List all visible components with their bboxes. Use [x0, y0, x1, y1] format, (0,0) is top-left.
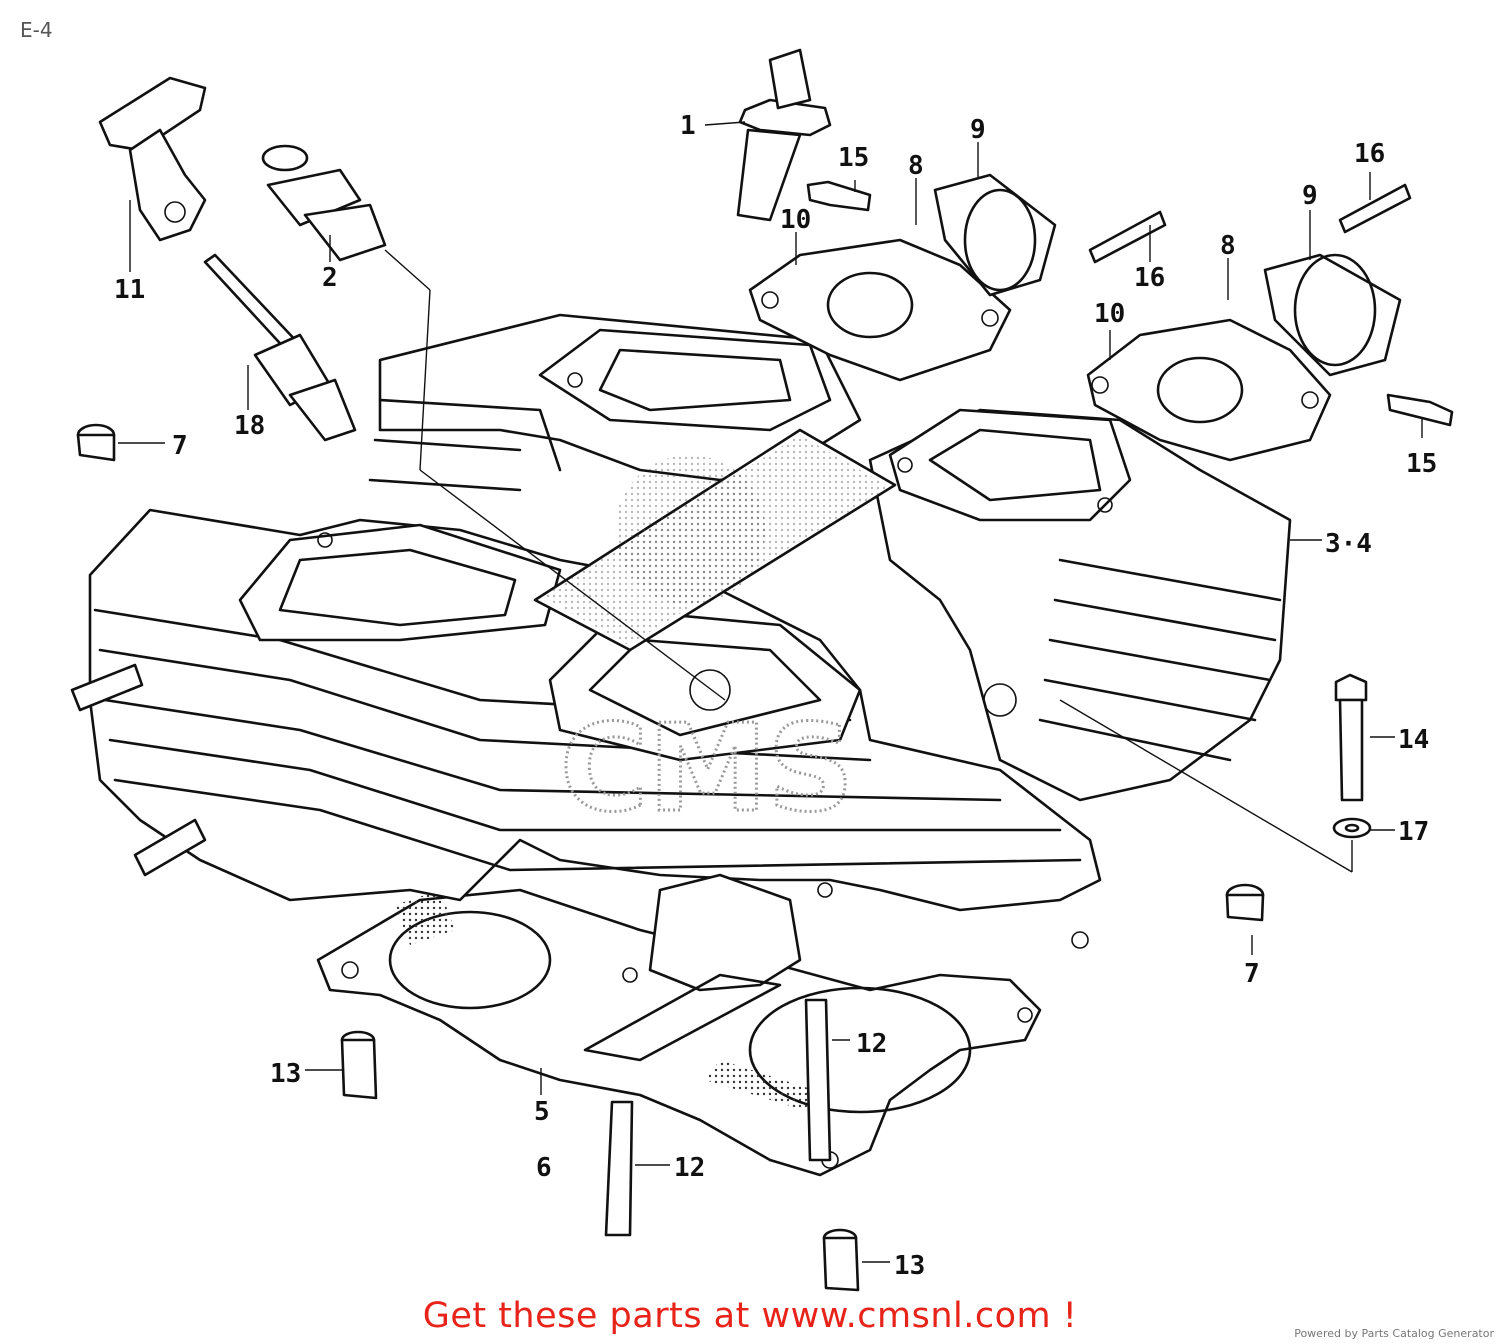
part-18-spark-plug [203, 253, 357, 442]
callout-6: 6 [536, 1153, 552, 1183]
part-16-screw-right [1338, 183, 1412, 234]
callout-8-right: 8 [1220, 231, 1236, 261]
callout-12-left: 12 [674, 1153, 705, 1183]
callout-15-right: 15 [1406, 449, 1437, 479]
callout-16-right: 16 [1354, 139, 1385, 169]
part-8-manifold-right [1086, 253, 1402, 462]
callout-8-left: 8 [908, 151, 924, 181]
callout-10-left: 10 [780, 205, 811, 235]
callout-1: 1 [680, 111, 696, 141]
part-14-bolt [1334, 673, 1368, 802]
callout-7-left: 7 [172, 431, 188, 461]
part-15-screw-top [806, 180, 872, 212]
callout-9-left: 9 [970, 115, 986, 145]
callout-17: 17 [1398, 817, 1429, 847]
part-11-plug-cap [98, 76, 207, 242]
part-8-manifold-left [748, 173, 1057, 382]
callout-11: 11 [114, 275, 145, 305]
callout-3-4: 3·4 [1325, 529, 1372, 559]
callout-13-bottom: 13 [894, 1251, 925, 1281]
cylinder-head [70, 313, 1292, 1062]
watermark-emblem [615, 455, 765, 605]
part-16-screw-left [1088, 210, 1167, 264]
part-13-dowel-left [340, 1030, 378, 1100]
part-17-washer [1332, 817, 1372, 839]
callout-7-right: 7 [1244, 959, 1260, 989]
watermark-text: CMS [560, 700, 854, 839]
part-15-screw-right [1386, 393, 1454, 427]
leader-lines [118, 121, 1423, 1263]
powered-by-text: Powered by Parts Catalog Generator [1294, 1327, 1494, 1340]
callout-14: 14 [1398, 725, 1429, 755]
callout-13-left: 13 [270, 1059, 301, 1089]
callout-18: 18 [234, 411, 265, 441]
page-title: E-4 [20, 18, 53, 42]
part-12-stud-right [804, 998, 832, 1162]
part-2-plug [261, 144, 387, 262]
callout-5: 5 [534, 1097, 550, 1127]
callout-10-right: 10 [1094, 299, 1125, 329]
part-7-dowel-right [1225, 883, 1265, 922]
part-13-dowel-bottom [822, 1228, 860, 1292]
part-7-dowel-left [76, 423, 116, 462]
callout-2: 2 [322, 263, 338, 293]
get-parts-link[interactable]: Get these parts at www.cmsnl.com ! [422, 1296, 1078, 1336]
callout-12-right: 12 [856, 1029, 887, 1059]
part-1-guide [736, 48, 832, 222]
callout-9-right: 9 [1302, 181, 1318, 211]
callout-15-top: 15 [838, 143, 869, 173]
part-12-stud-left [604, 1100, 634, 1237]
callout-16-left: 16 [1134, 263, 1165, 293]
